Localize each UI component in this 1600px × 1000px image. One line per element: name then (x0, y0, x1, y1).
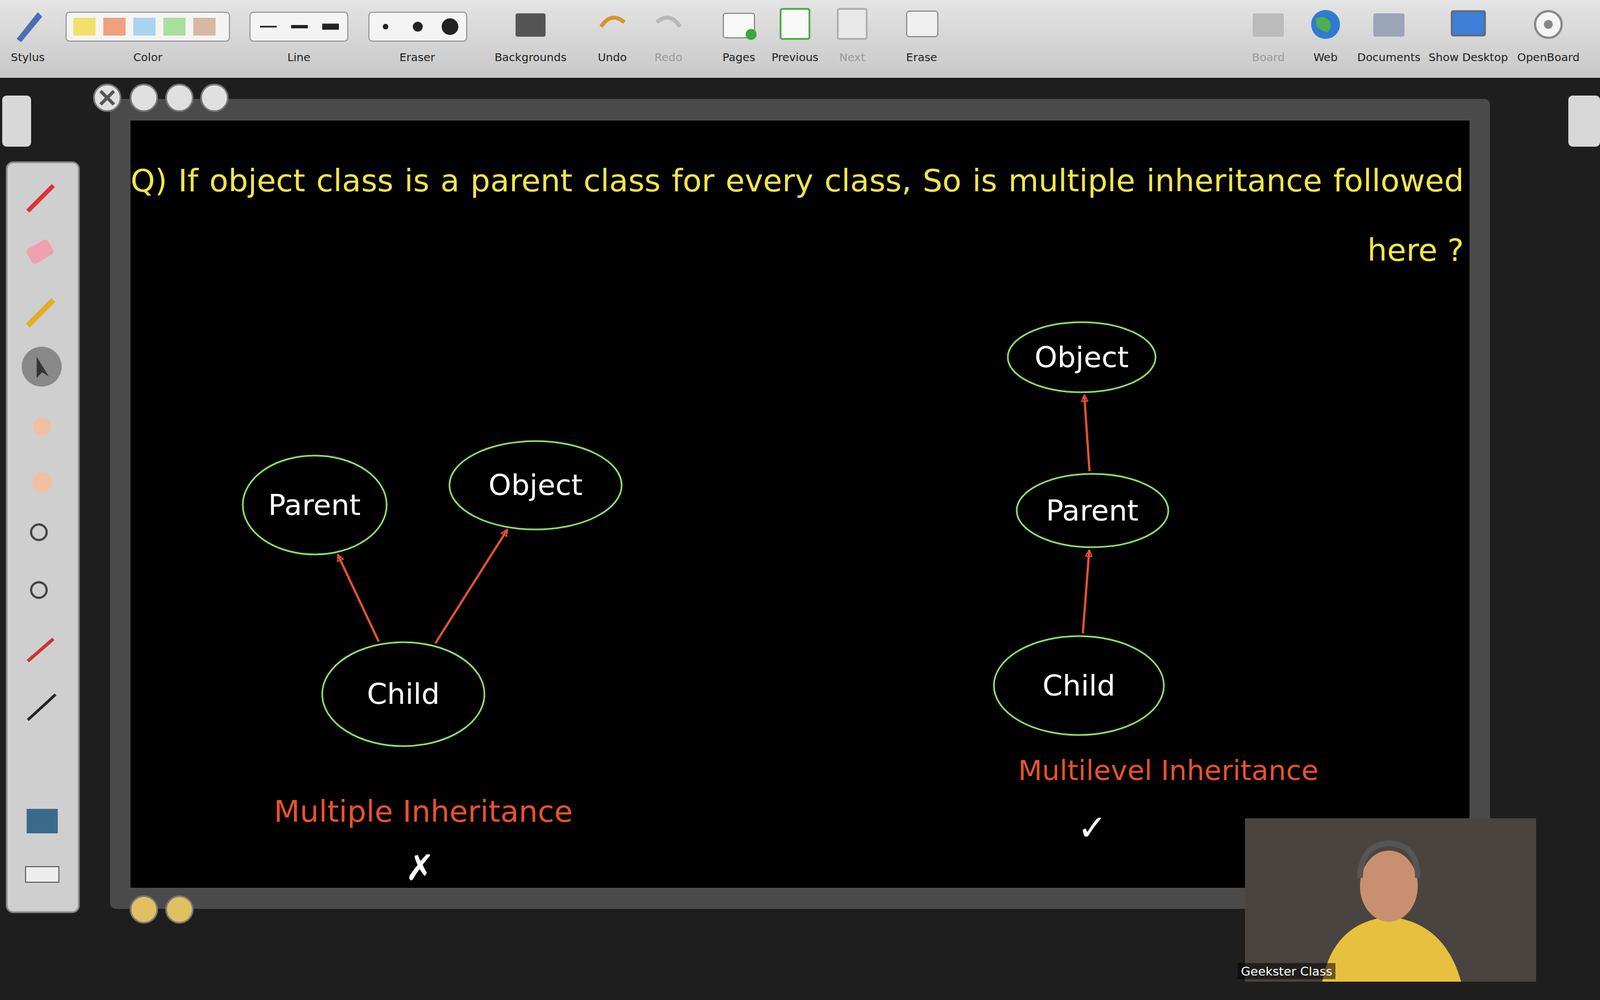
class-ellipse: Object (1006, 320, 1158, 394)
webcam-feed (1245, 818, 1537, 982)
toolbar-label: Erase (906, 50, 938, 64)
class-name: Parent (1046, 493, 1139, 528)
class-name: Object (488, 468, 583, 502)
toolbar (0, 0, 1600, 78)
class-name: Parent (268, 488, 361, 522)
title-text: Q) If object class is a parent class for… (130, 145, 1464, 285)
class-name: Object (1034, 340, 1129, 374)
workspace (0, 77, 1600, 1000)
check-mark: ✓ (1077, 807, 1108, 849)
class-ellipse: Object (447, 439, 624, 532)
class-name: Child (1042, 668, 1115, 703)
inheritance-arrow (337, 554, 379, 642)
toolbar-label: Eraser (399, 50, 435, 64)
toolbar-label: Stylus (10, 50, 45, 64)
inheritance-arrow (1084, 395, 1090, 472)
webcam-name: Geekster Class (1237, 963, 1336, 980)
class-name: Child (366, 677, 440, 711)
toolbar-label: Color (133, 50, 163, 64)
inheritance-label: Multilevel Inheritance (1018, 754, 1319, 787)
side-tab (1568, 95, 1600, 147)
toolbar-label: Backgrounds (494, 50, 567, 64)
board-buttons (93, 84, 228, 923)
inheritance-arrow (435, 529, 508, 644)
inheritance-label: Multiple Inheritance (273, 793, 573, 829)
inheritance-arrow (1082, 550, 1089, 634)
side-tab (2, 95, 32, 147)
toolbar-label: Next (839, 50, 866, 64)
toolbar-label: Undo (597, 50, 627, 64)
toolbar-label: OpenBoard (1517, 50, 1580, 64)
class-ellipse: Parent (241, 453, 389, 557)
class-ellipse: Parent (1015, 472, 1170, 549)
toolbar-label: Pages (722, 50, 756, 64)
toolbar-icons (16, 8, 1562, 43)
toolbar-label: Documents (1357, 50, 1421, 64)
toolbar-label: Redo (654, 50, 683, 64)
toolbar-label: Board (1252, 50, 1285, 64)
toolbar-label: Previous (771, 50, 819, 64)
class-ellipse: Child (320, 640, 487, 748)
toolbar-label: Line (287, 50, 311, 64)
tool-palette (6, 162, 79, 913)
toolbar-label: Web (1313, 50, 1338, 64)
cross-mark: ✗ (405, 847, 435, 889)
toolbar-label: Show Desktop (1428, 50, 1509, 64)
class-ellipse: Child (992, 634, 1166, 737)
board-frame (110, 98, 1490, 909)
board (130, 120, 1470, 888)
